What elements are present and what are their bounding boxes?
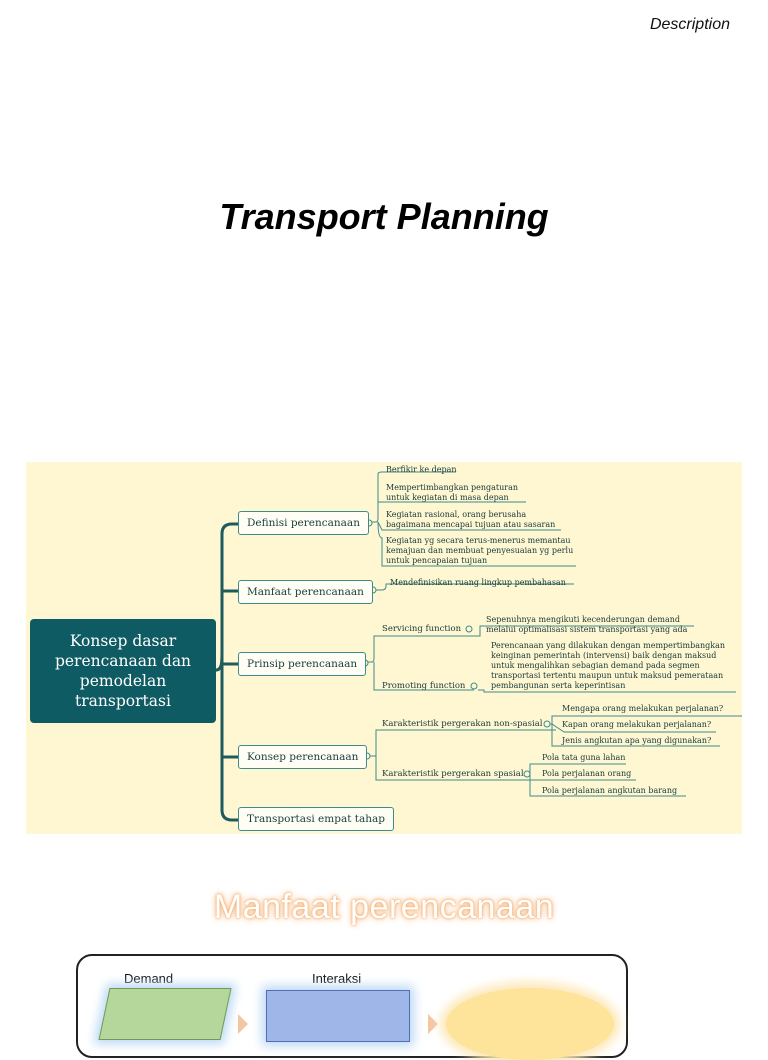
root-line: Konsep dasar: [69, 632, 177, 650]
branch-prinsip-perencanaan[interactable]: Prinsip perencanaan: [238, 652, 367, 676]
leaf-item[interactable]: Pola perjalanan orang: [542, 769, 632, 778]
interaksi-shape: [266, 990, 410, 1042]
leaf-line: Berfikir ke depan: [386, 465, 457, 474]
leaf-item[interactable]: Perencanaan yang dilakukan dengan memper…: [491, 641, 725, 691]
sub-spasial[interactable]: Karakteristik pergerakan spasial: [382, 769, 524, 779]
leaf-line: Mempertimbangkan pengaturan: [386, 483, 519, 492]
mind-map: Konsep dasar perencanaan dan pemodelan t…: [26, 462, 742, 834]
branch-definisi-perencanaan[interactable]: Definisi perencanaan: [238, 511, 369, 535]
leaf-line: untuk pencapaian tujuan: [386, 556, 488, 565]
leaf-item[interactable]: Mempertimbangkan pengaturan untuk kegiat…: [386, 483, 518, 503]
leaf-item[interactable]: Mengapa orang melakukan perjalanan?: [562, 704, 724, 713]
root-node[interactable]: Konsep dasar perencanaan dan pemodelan t…: [30, 619, 216, 723]
root-line: transportasi: [75, 692, 171, 710]
branch-transportasi-empat-tahap[interactable]: Transportasi empat tahap: [238, 807, 394, 831]
leaf-line: Perencanaan yang dilakukan dengan memper…: [491, 641, 726, 650]
sub-non-spasial[interactable]: Karakteristik pergerakan non-spasial: [382, 719, 543, 729]
root-line: pemodelan: [79, 672, 167, 690]
leaf-item[interactable]: Mendefinisikan ruang lingkup pembahasan: [390, 578, 566, 588]
arrow-icon: [238, 1014, 248, 1034]
supply-ellipse-shape: [446, 988, 614, 1060]
interaksi-label: Interaksi: [312, 971, 362, 986]
demand-shape: [98, 988, 232, 1040]
leaf-line: melalui optimalisasi sistem transportasi…: [486, 625, 688, 634]
leaf-line: Kegiatan rasional, orang berusaha: [386, 510, 527, 519]
leaf-line: bagaimana mencapai tujuan atau sasaran: [386, 520, 556, 529]
trunk-line-lower: [220, 652, 238, 822]
leaf-item[interactable]: Kegiatan yg secara terus-menerus memanta…: [386, 536, 573, 566]
leaf-item[interactable]: Kegiatan rasional, orang berusaha bagaim…: [386, 510, 555, 530]
leaf-item[interactable]: Pola perjalanan angkutan barang: [542, 786, 678, 795]
leaf-item[interactable]: Kapan orang melakukan perjalanan?: [562, 720, 712, 729]
leaf-line: untuk kegiatan di masa depan: [386, 493, 509, 502]
leaf-line: transportasi tertentu maupun untuk maksu…: [491, 671, 724, 680]
leaf-line: pembangunan serta keperintisan: [491, 681, 626, 690]
leaf-item[interactable]: Jenis angkutan apa yang digunakan?: [562, 736, 712, 745]
branch-konsep-perencanaan[interactable]: Konsep perencanaan: [238, 745, 368, 769]
leaf-line: Kegiatan yg secara terus-menerus memanta…: [386, 536, 571, 545]
demand-label: Demand: [124, 971, 174, 986]
trunk-line: [215, 522, 238, 672]
sub-servicing-function[interactable]: Servicing function: [382, 624, 462, 634]
leaf-line: kemajuan dan membuat penyesuaian yg perl…: [386, 546, 574, 555]
leaf-item[interactable]: Berfikir ke depan: [386, 465, 457, 475]
branch-manfaat-perencanaan[interactable]: Manfaat perencanaan: [238, 580, 373, 604]
mind-map-connectors: [215, 471, 742, 822]
leaf-line: Mendefinisikan ruang lingkup pembahasan: [390, 578, 566, 587]
sub-promoting-function[interactable]: Promoting function: [382, 681, 466, 691]
leaf-line: keinginan pemerintah (intervensi) baik d…: [491, 651, 717, 660]
arrow-icon: [428, 1014, 438, 1034]
leaf-line: Sepenuhnya mengikuti kecenderungan deman…: [486, 615, 680, 624]
slide-title: Transport Planning: [219, 196, 549, 237]
section-title: Manfaat perencanaan: [213, 888, 555, 926]
root-line: perencanaan dan: [54, 652, 192, 670]
leaf-item[interactable]: Pola tata guna lahan: [542, 753, 626, 762]
leaf-line: untuk mengalihkan sebagian demand pada s…: [491, 661, 700, 670]
description-label: Description: [649, 16, 730, 33]
leaf-item[interactable]: Sepenuhnya mengikuti kecenderungan deman…: [486, 615, 687, 635]
